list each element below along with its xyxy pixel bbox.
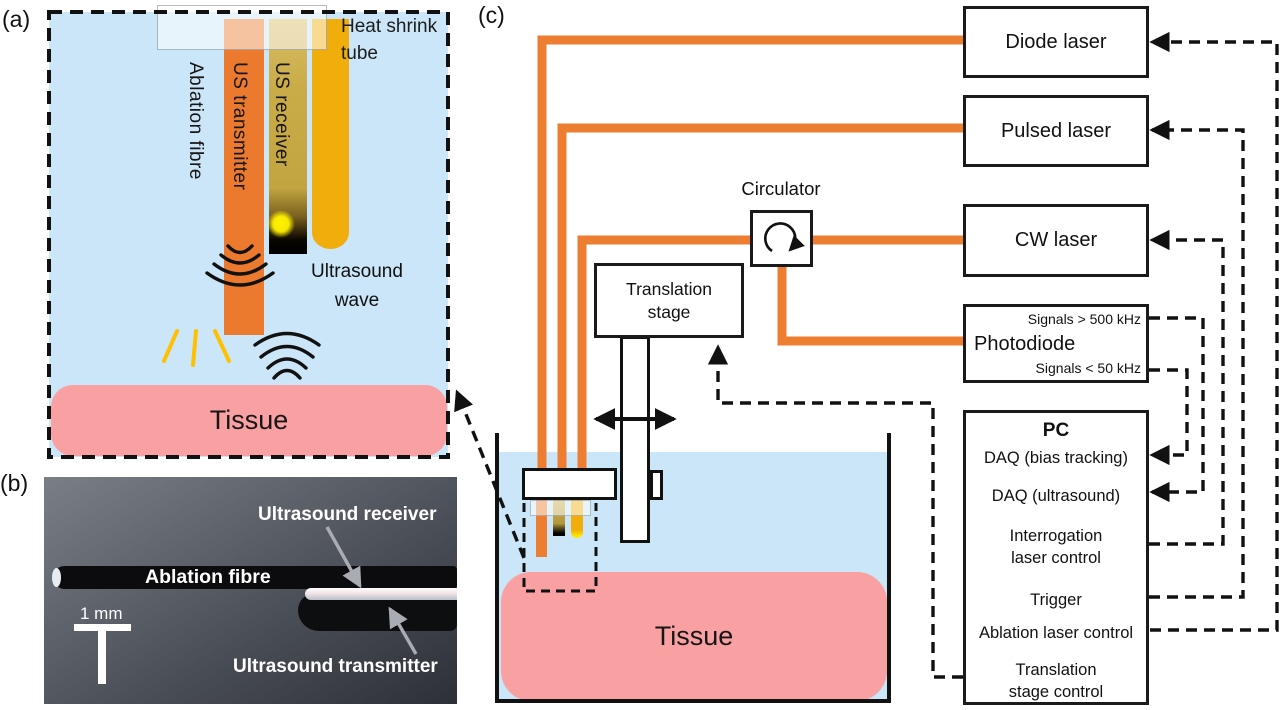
trigger-line	[1149, 119, 1245, 599]
pc-box: PC DAQ (bias tracking) DAQ (ultrasound) …	[963, 410, 1149, 705]
scale-bar-horizontal	[74, 624, 131, 631]
stage-column	[620, 336, 650, 543]
circulator-label: Circulator	[741, 178, 821, 199]
probe-holder-bar	[522, 468, 617, 500]
heat-shrink-tube-band	[157, 5, 327, 50]
receiver-photo-label: Ultrasound receiver	[258, 504, 437, 525]
ultrasound-receiver-photo	[305, 588, 457, 600]
translation-stage-line1: Translation	[626, 278, 712, 299]
transmitter-photo-label: Ultrasound transmitter	[233, 656, 438, 677]
panel-b-photo: Ultrasound receiver Ablation fibre Ultra…	[44, 477, 457, 704]
pc-row-interrogation: Interrogation laser control	[966, 525, 1146, 569]
signals-low-label: Signals < 50 kHz	[1035, 360, 1141, 376]
interrogation-laser-control-line	[1149, 229, 1225, 546]
circulator-to-photodiode	[777, 266, 964, 346]
pc-row-trigger: Trigger	[1030, 591, 1082, 609]
signals-high-label: Signals > 500 kHz	[1027, 311, 1141, 327]
pc-row-ablation-control: Ablation laser control	[978, 624, 1134, 642]
signals-low-line	[1149, 368, 1189, 466]
pc-row-interrogation-line2: laser control	[1011, 549, 1101, 567]
panel-c-label: (c)	[478, 2, 505, 28]
heat-shrink-label: Heat shrink tube	[341, 13, 437, 67]
panel-a-label: (a)	[2, 6, 31, 32]
tissue-block-a: Tissue	[51, 385, 447, 456]
tissue-label-a: Tissue	[209, 405, 289, 435]
photodiode-label: Photodiode	[974, 333, 1076, 355]
diode-laser-label: Diode laser	[1005, 30, 1107, 53]
heat-shrink-label-line1: Heat shrink	[341, 16, 438, 37]
pc-row-daq-bias: DAQ (bias tracking)	[984, 449, 1128, 467]
pc-row-translation-line1: Translation	[1015, 661, 1097, 679]
translation-stage-box: Translation stage	[594, 263, 744, 338]
panel-a-schematic: Ablation fibre US transmitter US receive…	[49, 5, 448, 457]
heat-shrink-label-line2: tube	[341, 43, 378, 64]
ultrasound-wave-line2: wave	[334, 290, 380, 311]
translation-stage-line2: stage	[647, 301, 691, 322]
pc-title: PC	[1042, 420, 1070, 441]
pulsed-laser-box: Pulsed laser	[963, 95, 1149, 167]
ultrasound-wave-label: Ultrasound wave	[297, 257, 417, 315]
tissue-label-c: Tissue	[654, 621, 734, 651]
pc-row-translation-control: Translation stage control	[966, 659, 1146, 703]
cw-laser-box: CW laser	[963, 204, 1149, 277]
us-transmitter-bar-label: US transmitter	[229, 62, 250, 191]
fibre-photo-label: Ablation fibre	[145, 566, 271, 588]
pc-row-translation-line2: stage control	[1008, 683, 1104, 701]
ablation-fibre-bar-label: Ablation fibre	[185, 62, 206, 180]
diode-laser-box: Diode laser	[963, 6, 1149, 78]
pc-row-daq-ultrasound: DAQ (ultrasound)	[991, 487, 1121, 505]
ablation-laser-control-line	[1149, 31, 1279, 632]
pulsed-laser-label: Pulsed laser	[1000, 119, 1112, 142]
scale-bar-vertical	[98, 631, 106, 684]
probe-holder-stub	[650, 470, 663, 500]
signals-high-line	[1149, 316, 1205, 503]
circulator-icon	[764, 222, 805, 253]
ultrasound-wave-line1: Ultrasound	[311, 261, 403, 282]
photodiode-box: Signals > 500 kHz Photodiode Signals < 5…	[963, 304, 1149, 383]
scale-label: 1 mm	[80, 604, 123, 623]
circulator-box	[750, 210, 813, 267]
mini-heat-shrink-band	[530, 500, 591, 516]
us-receiver-bar-label: US receiver	[271, 62, 292, 167]
tissue-block-c: Tissue	[501, 572, 887, 701]
cw-laser-label: CW laser	[1014, 229, 1098, 251]
panel-b-label: (b)	[0, 470, 29, 496]
fibre-tip-highlight	[52, 568, 61, 587]
pc-row-interrogation-line1: Interrogation	[1009, 527, 1103, 545]
